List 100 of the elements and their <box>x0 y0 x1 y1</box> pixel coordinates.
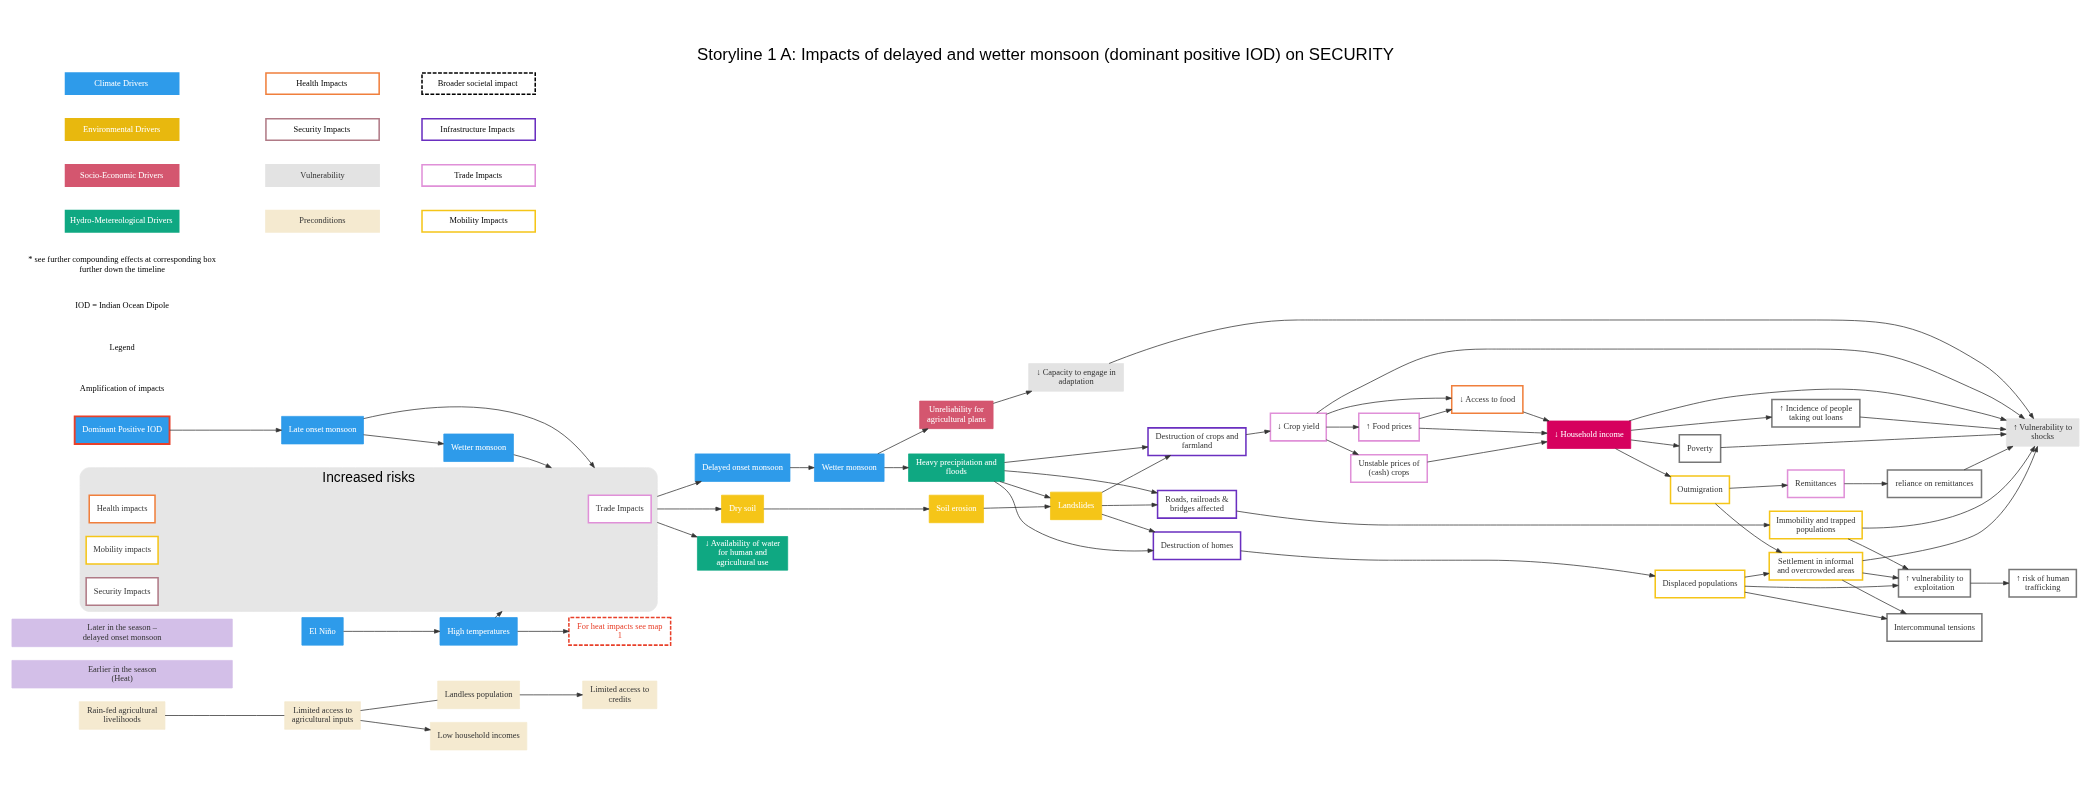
arrow <box>877 428 929 455</box>
node-box: ↓ Crop yield <box>1269 412 1328 442</box>
arrow <box>1522 411 1550 422</box>
node-box: Landless population <box>437 680 520 709</box>
legend-label: Socio-Economic Drivers <box>80 170 164 180</box>
node-box: Displaced populations <box>1654 569 1746 599</box>
node-box: Intercommunal tensions <box>1886 613 1983 643</box>
arrow <box>1245 429 1271 435</box>
label: IOD = Indian Ocean Dipole <box>75 301 170 311</box>
node-box: ↑ Vulnerability to shocks <box>2006 418 2080 447</box>
arrow <box>1004 445 1149 463</box>
arrow <box>494 611 503 618</box>
legend-label: Environmental Drivers <box>83 124 161 134</box>
node-box: Delayed onset monsoon <box>694 453 791 482</box>
node-box: Dry soil <box>721 494 764 524</box>
legend-label: Security Impacts <box>293 124 351 134</box>
arrow <box>1963 445 2014 471</box>
arrow <box>656 481 702 497</box>
arrow <box>1325 439 1359 455</box>
arrow <box>789 465 815 470</box>
node-box: Poverty <box>1678 434 1722 464</box>
connector <box>360 699 438 711</box>
arrow <box>1862 445 2036 529</box>
node-box: Landslides <box>1050 491 1103 521</box>
arrow <box>1101 455 1171 493</box>
arrow <box>883 465 909 470</box>
legend-label: Infrastructure Impacts <box>440 124 515 134</box>
arrow <box>363 406 595 469</box>
arrow <box>1844 481 1888 486</box>
node-box: El Niño <box>301 617 344 646</box>
node-box: Earlier in the season (Heat) <box>11 660 233 689</box>
node-box: Dominant Positive IOD <box>73 415 171 445</box>
arrow <box>1418 427 1548 436</box>
node-box: Remittances <box>1786 469 1845 499</box>
arrow <box>1240 550 1656 578</box>
node-box: reliance on remittances <box>1886 469 1983 499</box>
node-box: ↑ vulnerability to exploitation <box>1897 568 1972 598</box>
arrow <box>1729 483 1788 489</box>
node-box: ↓ Household income <box>1546 420 1632 449</box>
node-box: Unstable prices of (cash) crops <box>1349 453 1428 483</box>
arrow <box>517 629 570 634</box>
label: * see further compounding effects at corresponding box further down the timeline <box>28 255 216 274</box>
node-box: Later in the season – delayed onset monsoon <box>11 618 233 648</box>
node-box: Mobility impacts <box>85 535 159 565</box>
arrow <box>1847 538 1909 570</box>
arrow <box>992 390 1033 404</box>
label: Legend <box>109 342 135 352</box>
arrow <box>1859 416 2007 432</box>
arrow <box>1862 446 2038 562</box>
arrow <box>656 522 698 538</box>
node-box: ↑ Incidence of people taking out loans <box>1771 398 1861 428</box>
node-box: ↓ Availability of water for human and agricultural use <box>697 536 789 571</box>
arrow <box>1615 448 1671 477</box>
arrow <box>519 692 583 698</box>
arrow <box>343 629 441 634</box>
legend-label: Vulnerability <box>300 170 345 180</box>
arrow <box>1628 388 2007 422</box>
arrow <box>169 427 282 433</box>
arrow <box>1325 424 1360 430</box>
arrow <box>763 506 930 512</box>
arrow <box>656 506 722 512</box>
legend-label: Health Impacts <box>296 78 348 88</box>
arrow <box>999 481 1051 499</box>
arrow <box>1101 513 1156 533</box>
node-box: ↑ risk of human trafficking <box>2008 568 2078 598</box>
arrow <box>363 434 444 446</box>
arrow <box>993 481 1154 553</box>
legend-label: Climate Drivers <box>94 78 149 88</box>
arrow <box>1426 440 1548 463</box>
arrow <box>1970 580 2010 586</box>
node-box: Destruction of homes <box>1152 531 1242 561</box>
arrow <box>1004 470 1158 494</box>
arrow <box>1326 395 1452 415</box>
node-box: Soil erosion <box>928 494 984 524</box>
arrow <box>1108 319 2034 419</box>
arrow <box>513 454 552 469</box>
node-box: Outmigration <box>1669 475 1731 505</box>
legend-label: Mobility Impacts <box>449 216 508 226</box>
legend-label: Preconditions <box>299 216 346 226</box>
legend-label: Trade Impacts <box>454 170 503 180</box>
arrow <box>1630 439 1680 448</box>
node-box: Limited access to credits <box>582 680 658 709</box>
arrow <box>1715 503 1783 553</box>
node-box: Wetter monsoon <box>443 433 514 462</box>
arrow <box>1101 502 1158 508</box>
node-box: Heavy precipitation and floods <box>908 453 1005 482</box>
arrow <box>1744 591 1888 621</box>
node-box: Settlement in informal and overcrowded areas <box>1768 551 1864 581</box>
arrow <box>1418 408 1453 420</box>
node-box: Late onset monsoon <box>281 416 364 445</box>
arrow <box>1630 415 1773 431</box>
connector <box>164 715 285 716</box>
arrow <box>1744 572 1770 578</box>
node-box: Unreliability for agricultural plans <box>919 400 994 429</box>
node-box: Limited access to agricultural inputs <box>284 701 361 730</box>
node-box: For heat impacts see map 1 <box>568 616 672 646</box>
arrow <box>360 720 431 732</box>
node-box: ↓ Capacity to engage in adaptation <box>1028 363 1124 392</box>
arrow <box>1720 432 2007 448</box>
node-box: High temperatures <box>439 617 518 646</box>
